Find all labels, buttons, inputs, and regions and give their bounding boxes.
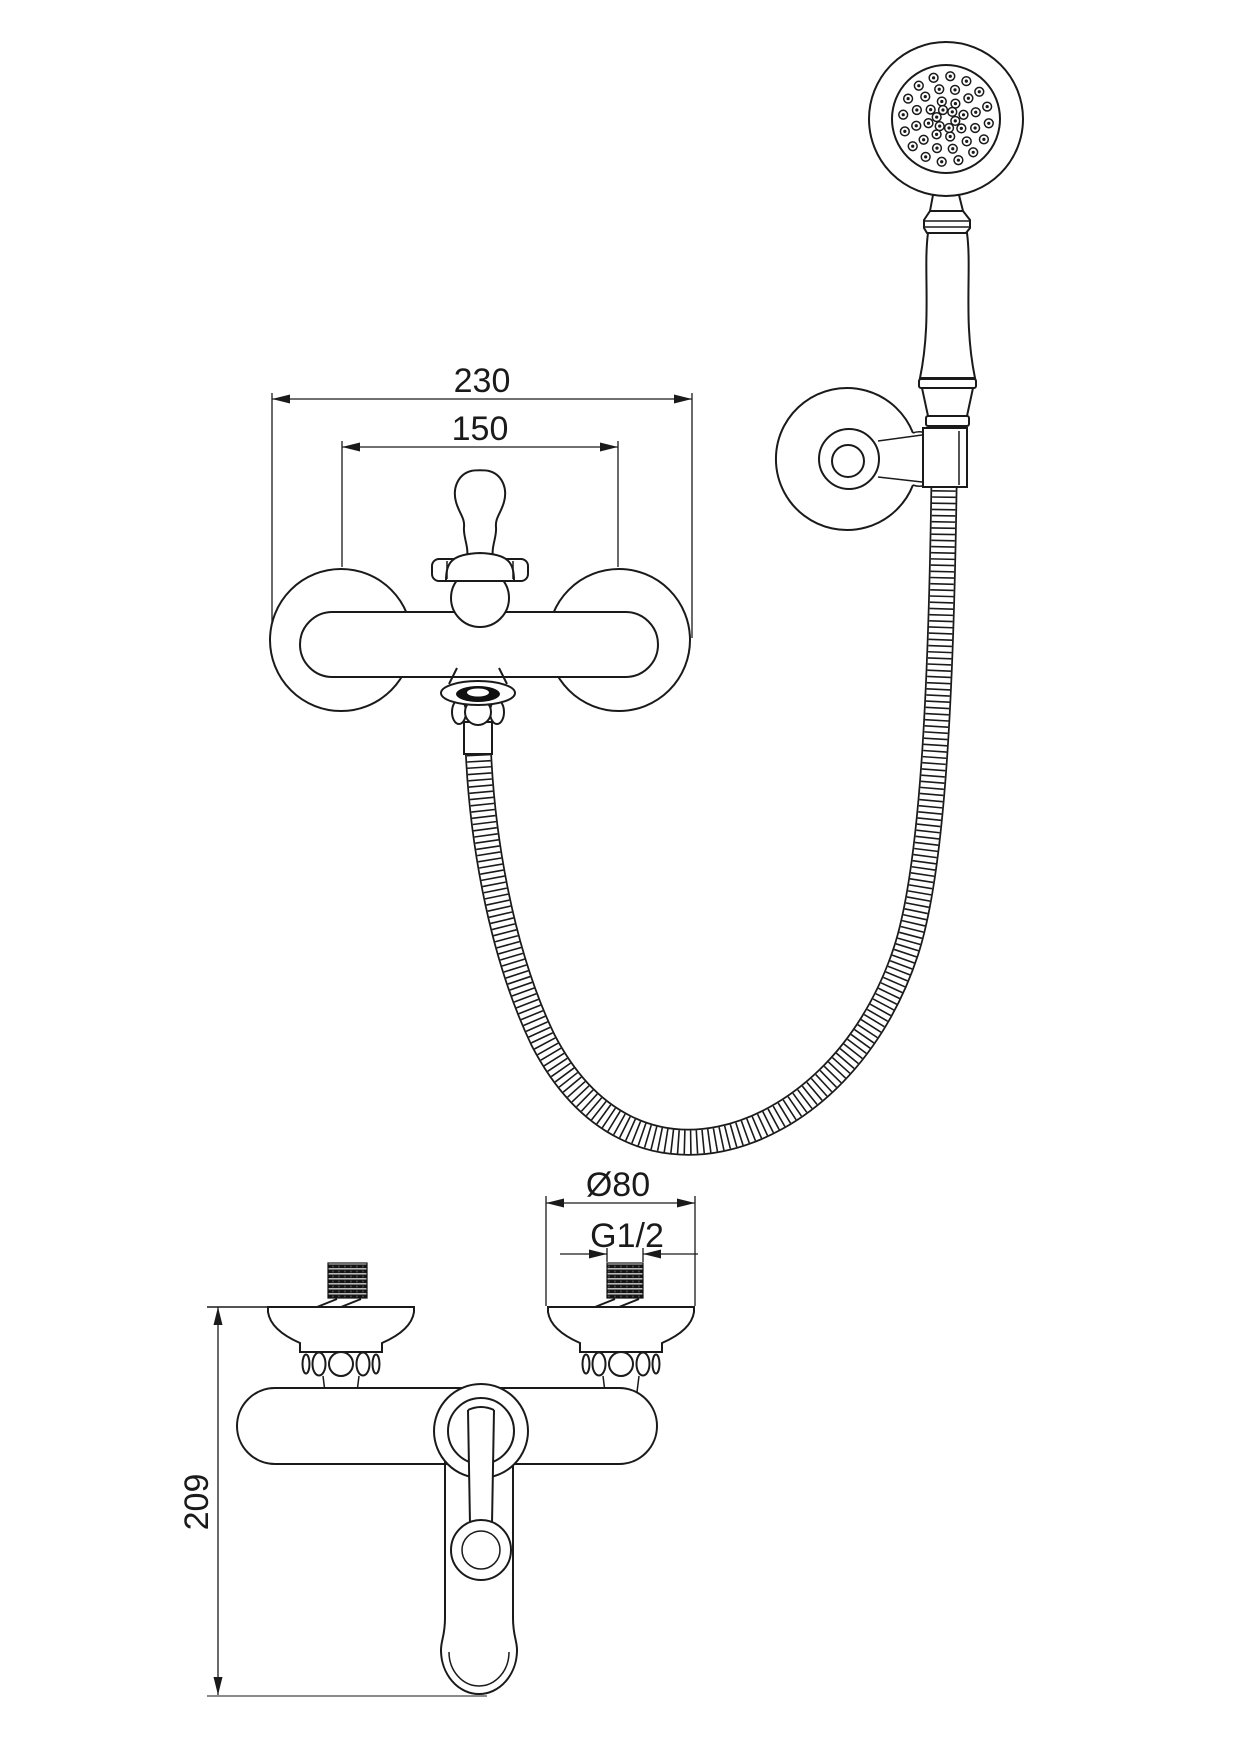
dim-label-connection-spacing: 150 [452, 410, 509, 448]
arrowhead-right-icon [600, 442, 618, 452]
shower-faceplate [891, 64, 1001, 174]
right-wall-thread [606, 1262, 644, 1299]
shower-neck [929, 194, 964, 212]
right-escutcheon-profile [547, 1306, 695, 1353]
right-union-beads [581, 1351, 661, 1393]
handle-ring-lower [925, 415, 970, 427]
dimension-escutcheon-diameter: Ø80 [545, 1166, 696, 1306]
spout-end-cap [439, 1617, 519, 1695]
handle-taper [920, 387, 975, 417]
dim-label-thread-size: G1/2 [590, 1217, 664, 1255]
shower-nozzles [898, 71, 994, 167]
dimension-connection-spacing: 150 [341, 410, 619, 567]
handle-ring-upper [918, 378, 977, 389]
arrowhead-left-icon [546, 1198, 564, 1208]
dimension-depth: 209 [178, 1307, 487, 1697]
dim-label-overall-width: 230 [454, 362, 511, 400]
hand-shower [868, 41, 1024, 427]
arrowhead-right-icon [674, 394, 692, 404]
shower-holder [774, 387, 968, 531]
hose-corrugation [466, 485, 956, 1154]
arrowhead-right-icon [589, 1249, 607, 1259]
left-wall-thread [327, 1262, 368, 1299]
shower-hose [464, 485, 958, 1156]
mixer-outlet [440, 667, 516, 755]
arrowhead-left-icon [272, 394, 290, 404]
arrowhead-up-icon [213, 1307, 223, 1325]
arrowhead-down-icon [213, 1677, 223, 1695]
holder-screw [831, 444, 865, 478]
bonnet-dome [444, 551, 516, 582]
dim-label-depth: 209 [178, 1474, 216, 1531]
left-union-beads [301, 1351, 381, 1393]
holder-clamp [922, 427, 968, 488]
lever-stem-side [467, 1406, 495, 1525]
mixer-top-view [207, 1262, 695, 1695]
spout-tube [444, 1459, 514, 1618]
arrowhead-right-icon [677, 1198, 695, 1208]
dimension-overall-width: 230 [271, 362, 693, 638]
dimension-thread-size: G1/2 [560, 1217, 698, 1262]
left-escutcheon-profile [267, 1306, 415, 1353]
shower-handle [918, 232, 977, 379]
arrowhead-left-icon [342, 442, 360, 452]
lever-handle [453, 469, 507, 560]
lever-knob-side [450, 1519, 512, 1581]
arrowhead-left-icon [643, 1249, 661, 1259]
dim-label-escutcheon-diameter: Ø80 [586, 1166, 650, 1204]
mixer-front-view [269, 469, 691, 712]
hose-connector [463, 721, 493, 755]
handle-collar [923, 210, 971, 234]
